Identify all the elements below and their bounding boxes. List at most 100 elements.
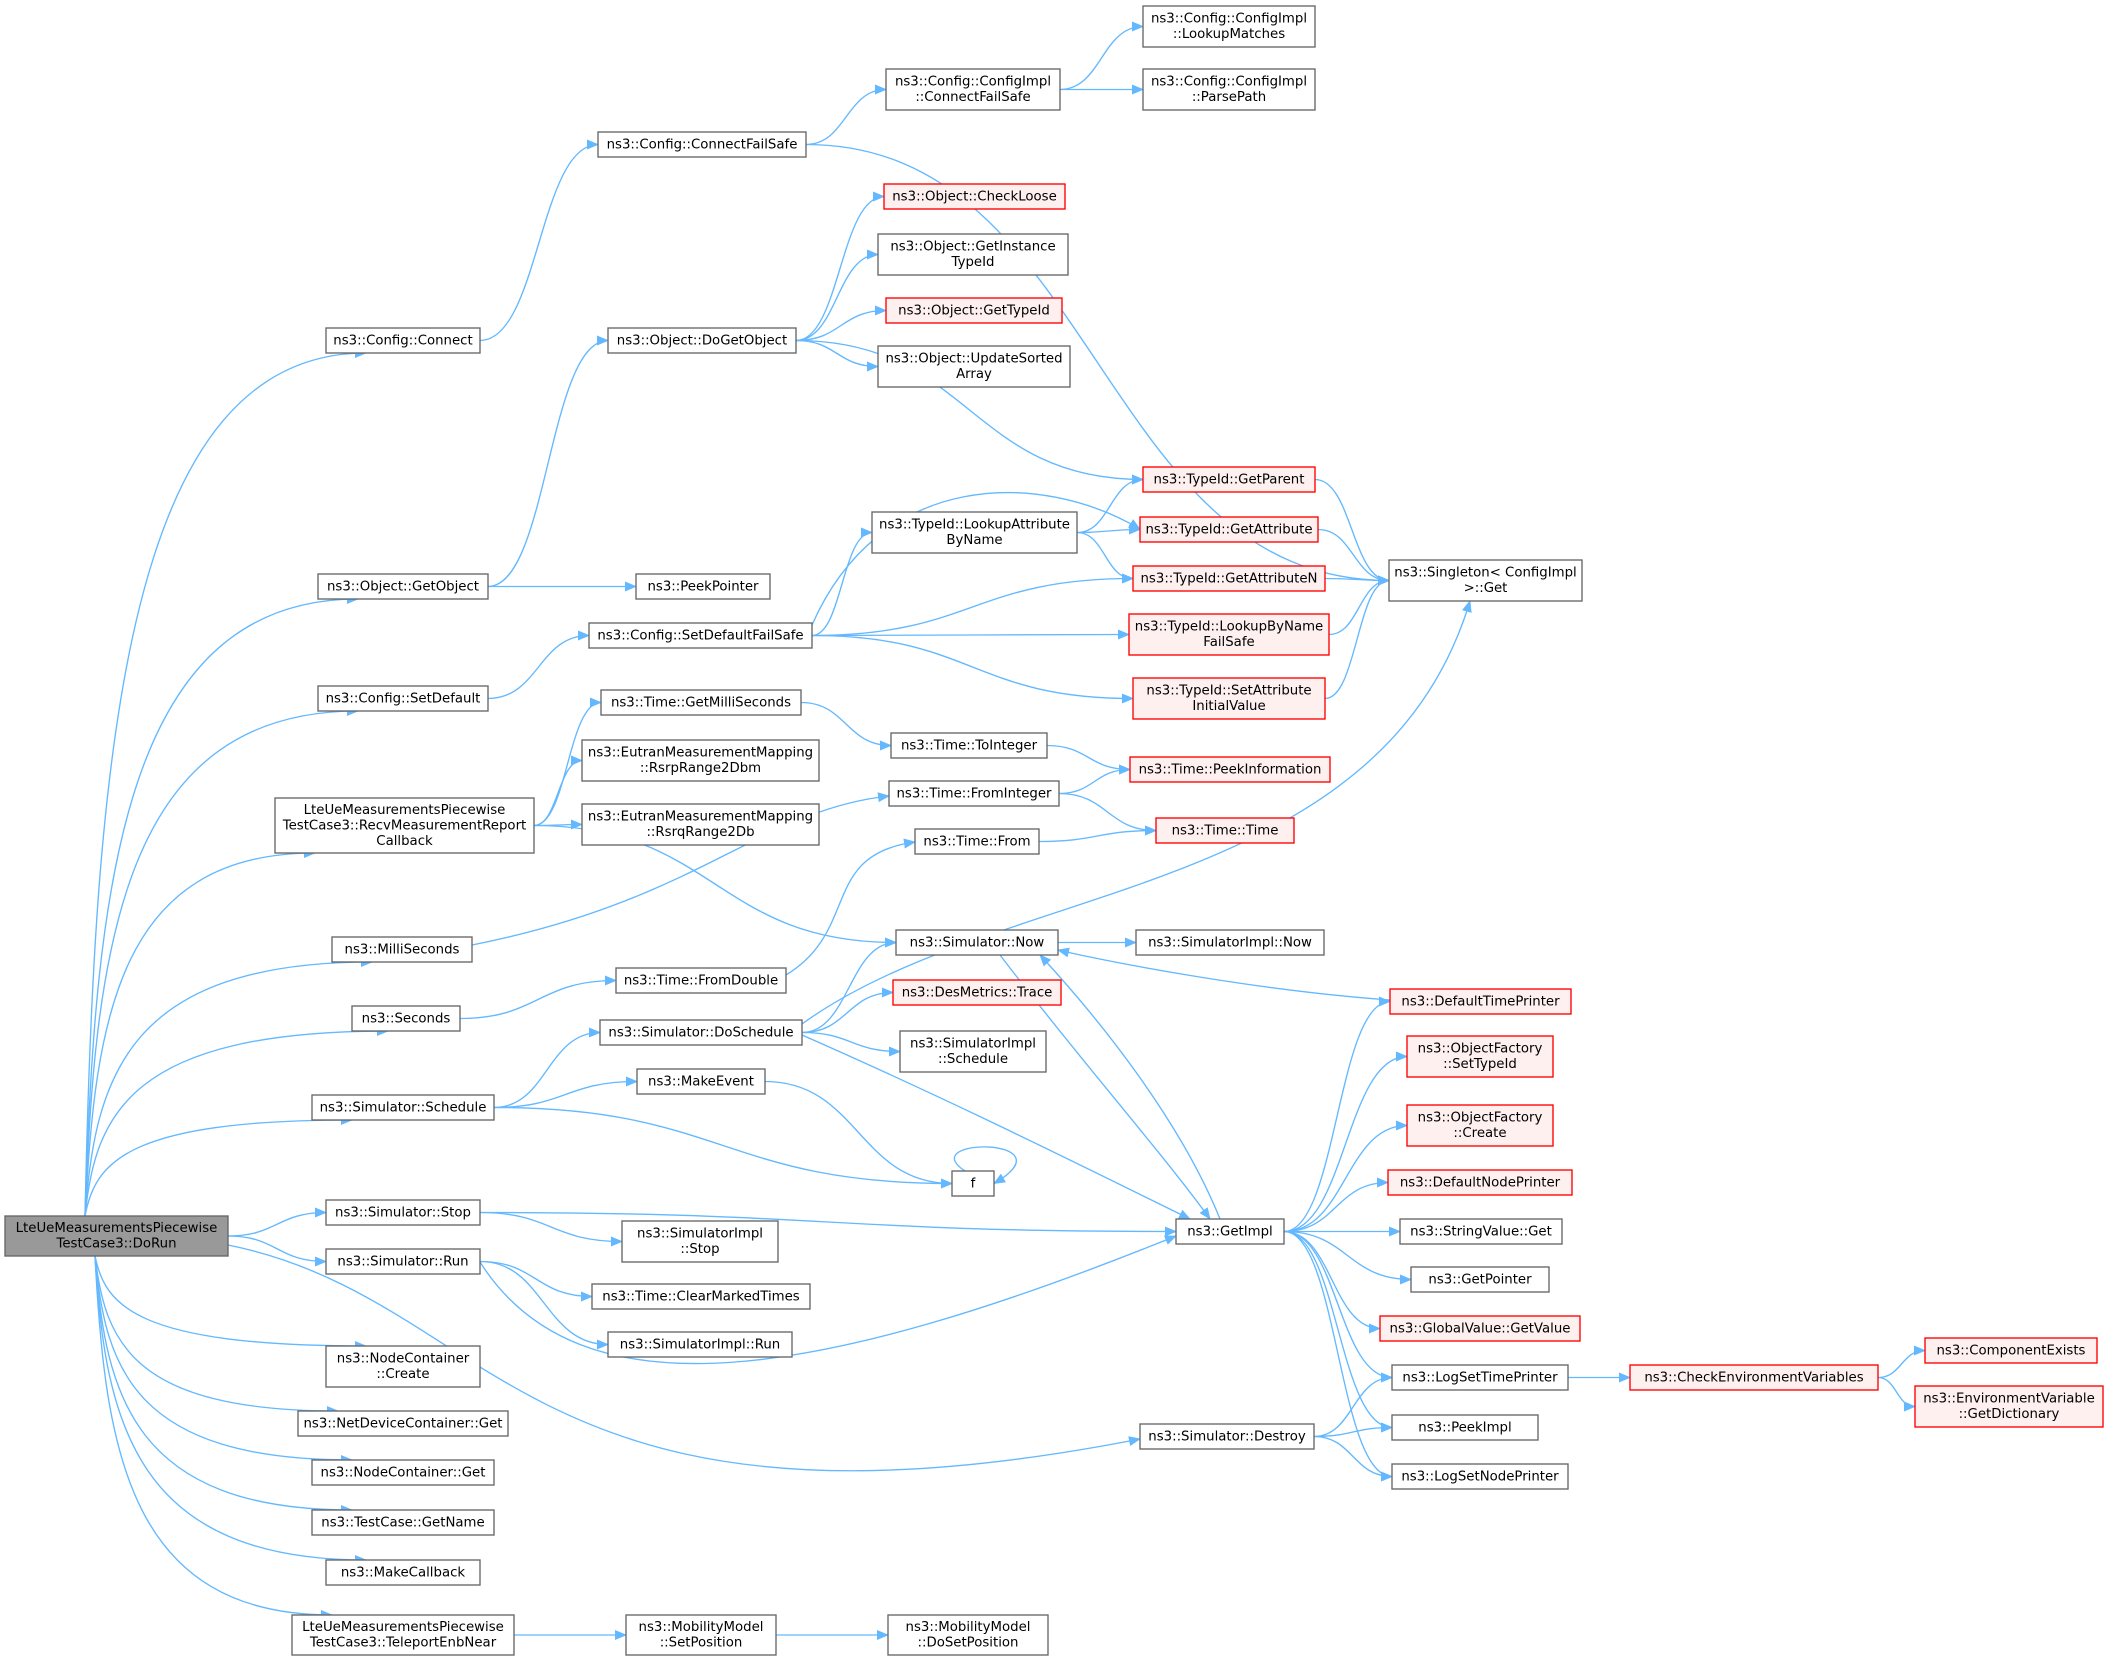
node-typeIdGetParent[interactable]: ns3::TypeId::GetParent [1142, 466, 1316, 493]
node-timeToInteger[interactable]: ns3::Time::ToInteger [890, 732, 1048, 759]
node-makeCallback[interactable]: ns3::MakeCallback [325, 1559, 481, 1586]
edge-getImpl-to-defaultNodePrinter [1283, 1177, 1389, 1233]
node-globalValueGetValue[interactable]: ns3::GlobalValue::GetValue [1379, 1315, 1581, 1342]
node-getPointer[interactable]: ns3::GetPointer [1410, 1266, 1550, 1293]
node-typeIdGetAttribute[interactable]: ns3::TypeId::GetAttribute [1139, 516, 1319, 543]
node-label: ns3::Simulator::Stop [335, 1205, 471, 1220]
node-label: LteUeMeasurementsPiecewise [304, 803, 506, 818]
node-cfgImplLookupMatches[interactable]: ns3::Config::ConfigImpl::LookupMatches [1142, 5, 1316, 48]
node-objCheckLoose[interactable]: ns3::Object::CheckLoose [883, 183, 1066, 210]
node-simImplNow[interactable]: ns3::SimulatorImpl::Now [1135, 929, 1325, 956]
node-timeFromInteger[interactable]: ns3::Time::FromInteger [888, 780, 1060, 807]
node-objGetTypeId[interactable]: ns3::Object::GetTypeId [885, 297, 1063, 324]
edge-getImpl-to-globalValueGetValue [1283, 1230, 1381, 1334]
node-defaultNodePrinter[interactable]: ns3::DefaultNodePrinter [1387, 1169, 1573, 1196]
nodes-layer: LteUeMeasurementsPiecewiseTestCase3::DoR… [4, 5, 2104, 1656]
node-cfgConnect[interactable]: ns3::Config::Connect [325, 327, 481, 354]
node-checkEnvVars[interactable]: ns3::CheckEnvironmentVariables [1629, 1364, 1879, 1391]
node-objFactoryCreate[interactable]: ns3::ObjectFactory::Create [1406, 1104, 1554, 1147]
node-box [1132, 677, 1326, 720]
node-objGetObject[interactable]: ns3::Object::GetObject [317, 573, 489, 600]
node-mobilitySetPosition[interactable]: ns3::MobilityModel::SetPosition [625, 1614, 777, 1656]
node-getImpl[interactable]: ns3::GetImpl [1175, 1218, 1285, 1245]
edge-doRun-to-netDevContainerGet [94, 1255, 339, 1416]
node-timeTime[interactable]: ns3::Time::Time [1155, 817, 1295, 844]
edge-doRun-to-simStop [227, 1207, 327, 1237]
node-fNode[interactable]: f [951, 1170, 995, 1197]
node-label: ::ParsePath [1192, 90, 1266, 105]
node-label: Callback [376, 834, 433, 849]
edge-getImpl-to-simNow [1039, 954, 1221, 1220]
node-testCaseGetName[interactable]: ns3::TestCase::GetName [311, 1509, 495, 1536]
node-label: ns3::NodeContainer [337, 1352, 470, 1367]
edge-typeIdLookupAttrByName-to-typeIdGetAttribute [1076, 524, 1141, 535]
edge-timeFromDouble-to-timeFrom [785, 838, 916, 976]
node-mobilityDoSetPosition[interactable]: ns3::MobilityModel::DoSetPosition [887, 1614, 1049, 1656]
node-nodeContainerCreate[interactable]: ns3::NodeContainer::Create [325, 1345, 481, 1388]
node-timeClearMarkedTimes[interactable]: ns3::Time::ClearMarkedTimes [591, 1283, 811, 1310]
node-defaultTimePrinter[interactable]: ns3::DefaultTimePrinter [1389, 988, 1572, 1015]
node-cfgSetDefaultFailSafe[interactable]: ns3::Config::SetDefaultFailSafe [588, 622, 813, 649]
node-box [895, 929, 1059, 956]
node-rsrqRange2Db[interactable]: ns3::EutranMeasurementMapping::RsrqRange… [581, 803, 820, 846]
node-timeGetMilliSeconds[interactable]: ns3::Time::GetMilliSeconds [600, 689, 802, 716]
node-box [625, 1614, 777, 1656]
node-box [877, 233, 1069, 276]
node-seconds[interactable]: ns3::Seconds [351, 1005, 461, 1032]
node-peekImpl[interactable]: ns3::PeekImpl [1391, 1414, 1539, 1441]
node-logSetNodePrinter[interactable]: ns3::LogSetNodePrinter [1391, 1463, 1569, 1490]
node-typeIdGetAttributeN[interactable]: ns3::TypeId::GetAttributeN [1132, 565, 1326, 592]
node-recvMeasReport[interactable]: LteUeMeasurementsPiecewiseTestCase3::Rec… [274, 797, 535, 854]
node-label: ns3::Time::Time [1172, 823, 1279, 838]
node-milliSeconds[interactable]: ns3::MilliSeconds [331, 936, 473, 963]
node-teleportEnbNear[interactable]: LteUeMeasurementsPiecewiseTestCase3::Tel… [291, 1614, 515, 1656]
node-cfgSetDefault[interactable]: ns3::Config::SetDefault [317, 685, 489, 712]
node-singletonGet[interactable]: ns3::Singleton< ConfigImpl >::Get [1388, 559, 1583, 602]
node-envVarGetDictionary[interactable]: ns3::EnvironmentVariable::GetDictionary [1914, 1385, 2104, 1428]
node-box [892, 979, 1062, 1006]
edge-typeIdLookupAttrByName-to-typeIdGetParent [1076, 474, 1144, 534]
node-doRun[interactable]: LteUeMeasurementsPiecewiseTestCase3::DoR… [4, 1215, 229, 1257]
node-desMetricsTrace[interactable]: ns3::DesMetrics::Trace [892, 979, 1062, 1006]
node-nodeContainerGet[interactable]: ns3::NodeContainer::Get [311, 1459, 495, 1486]
node-label: ns3::SimulatorImpl [910, 1037, 1036, 1052]
node-simImplSchedule[interactable]: ns3::SimulatorImpl::Schedule [899, 1030, 1047, 1073]
edge-objDoGetObject-to-objGetInstanceTypeId [795, 249, 879, 342]
node-cfgImplConnectFailSafe[interactable]: ns3::Config::ConfigImpl::ConnectFailSafe [885, 68, 1061, 111]
node-simDoSchedule[interactable]: ns3::Simulator::DoSchedule [599, 1019, 803, 1046]
node-timeFrom[interactable]: ns3::Time::From [914, 828, 1040, 855]
node-peekPointer[interactable]: ns3::PeekPointer [635, 573, 771, 600]
node-makeEvent[interactable]: ns3::MakeEvent [636, 1068, 766, 1095]
node-simRun[interactable]: ns3::Simulator::Run [325, 1248, 481, 1275]
node-label: ns3::Simulator::Now [910, 935, 1045, 950]
node-rsrpRange2Dbm[interactable]: ns3::EutranMeasurementMapping::RsrpRange… [581, 739, 820, 782]
node-label: ns3::TestCase::GetName [321, 1515, 484, 1530]
node-netDevContainerGet[interactable]: ns3::NetDeviceContainer::Get [297, 1410, 509, 1437]
node-timeFromDouble[interactable]: ns3::Time::FromDouble [615, 967, 787, 994]
edge-objDoGetObject-to-objGetTypeId [795, 305, 887, 342]
node-simNow[interactable]: ns3::Simulator::Now [895, 929, 1059, 956]
node-stringValueGet[interactable]: ns3::StringValue::Get [1399, 1218, 1563, 1245]
node-logSetTimePrinter[interactable]: ns3::LogSetTimePrinter [1391, 1364, 1569, 1391]
node-timePeekInformation[interactable]: ns3::Time::PeekInformation [1129, 756, 1331, 783]
node-simImplStop[interactable]: ns3::SimulatorImpl::Stop [621, 1220, 779, 1263]
node-box [888, 780, 1060, 807]
node-label: LteUeMeasurementsPiecewise [16, 1221, 218, 1236]
node-simStop[interactable]: ns3::Simulator::Stop [325, 1199, 481, 1226]
node-box [1387, 1169, 1573, 1196]
node-cfgConnectFailSafe[interactable]: ns3::Config::ConnectFailSafe [597, 131, 807, 158]
node-simSchedule[interactable]: ns3::Simulator::Schedule [311, 1094, 495, 1121]
node-cfgImplParsePath[interactable]: ns3::Config::ConfigImpl::ParsePath [1142, 68, 1316, 111]
node-componentExists[interactable]: ns3::ComponentExists [1924, 1337, 2098, 1364]
node-objFactorySetTypeId[interactable]: ns3::ObjectFactory::SetTypeId [1406, 1035, 1554, 1078]
node-objDoGetObject[interactable]: ns3::Object::DoGetObject [607, 327, 797, 354]
node-simDestroy[interactable]: ns3::Simulator::Destroy [1139, 1423, 1315, 1450]
edge-getImpl-to-peekImpl [1283, 1230, 1393, 1433]
node-simImplRun[interactable]: ns3::SimulatorImpl::Run [607, 1331, 793, 1358]
node-label: ns3::Singleton< ConfigImpl [1394, 566, 1576, 581]
